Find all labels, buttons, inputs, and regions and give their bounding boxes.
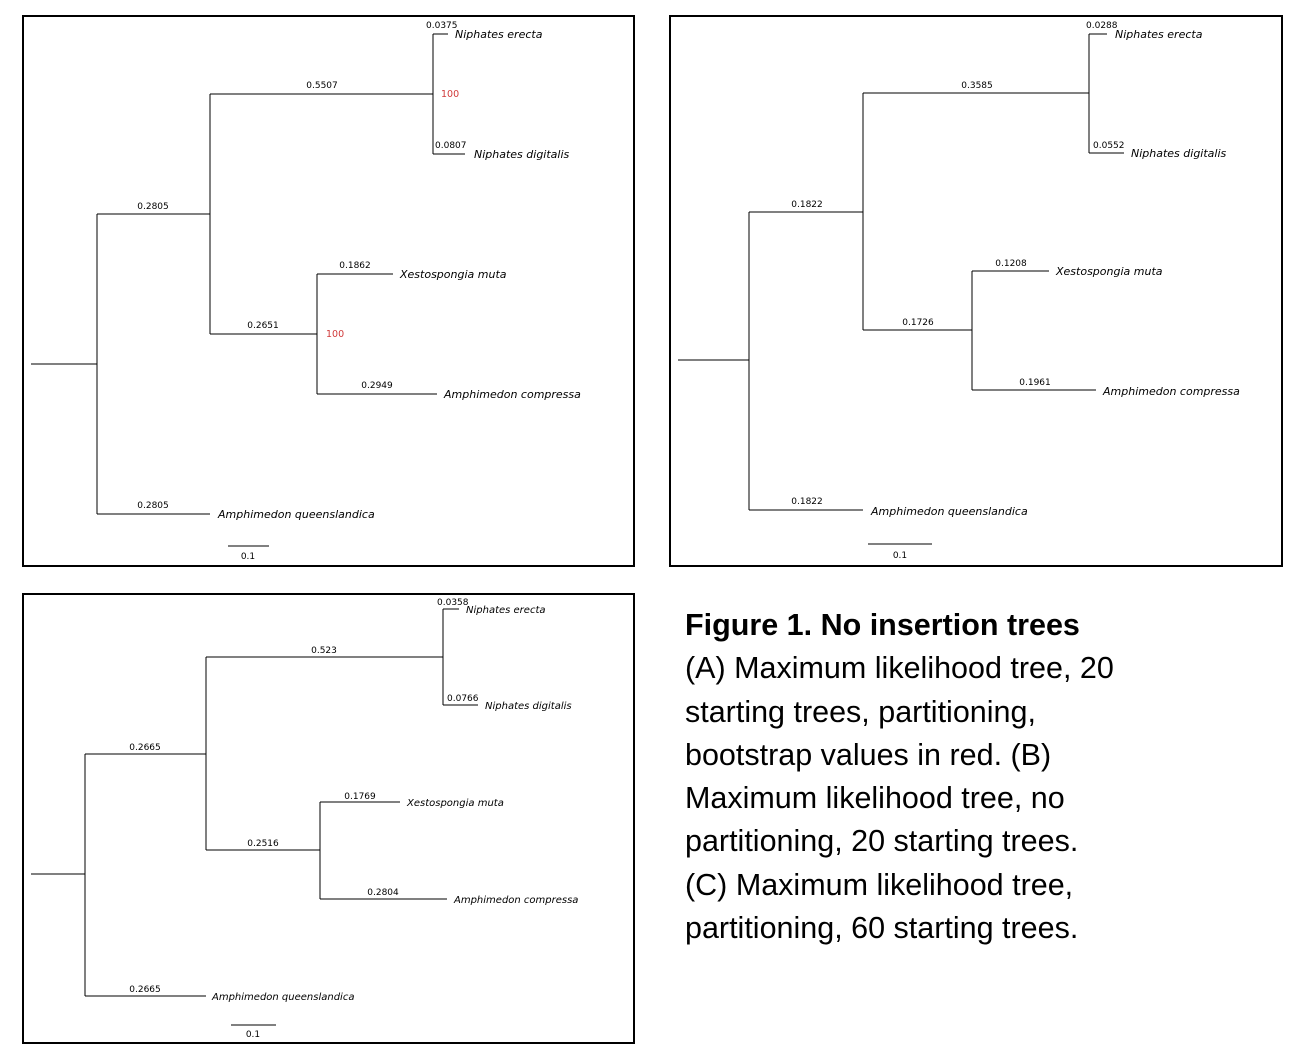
blen-amphimedon-compressa: 0.2804 bbox=[367, 888, 399, 898]
taxon-amphimedon-compressa: Amphimedon compressa bbox=[1102, 385, 1240, 398]
taxon-amphimedon-compressa: Amphimedon compressa bbox=[453, 895, 578, 906]
blen-ingroup-xesto-amph: 0.2651 bbox=[247, 321, 279, 331]
taxon-amphimedon-queenslandica: Amphimedon queenslandica bbox=[870, 505, 1028, 518]
blen-ingroup-niphates: 0.3585 bbox=[961, 81, 993, 91]
blen-queenslandica: 0.2805 bbox=[137, 501, 169, 511]
caption-line: partitioning, 60 starting trees. bbox=[685, 911, 1079, 946]
blen-niphates-erecta: 0.0358 bbox=[437, 598, 469, 608]
caption-title: Figure 1. No insertion trees bbox=[685, 608, 1080, 642]
taxon-niphates-digitalis: Niphates digitalis bbox=[474, 148, 570, 161]
blen-root-ingroup: 0.2805 bbox=[137, 202, 169, 212]
taxon-amphimedon-queenslandica: Amphimedon queenslandica bbox=[211, 992, 354, 1003]
blen-xestospongia: 0.1208 bbox=[995, 259, 1027, 269]
bootstrap-xesto-amph: 100 bbox=[326, 329, 344, 340]
caption-line: partitioning, 20 starting trees. bbox=[685, 824, 1079, 859]
taxon-xestospongia-muta: Xestospongia muta bbox=[406, 798, 504, 809]
blen-niphates-digitalis: 0.0807 bbox=[435, 141, 467, 151]
taxon-xestospongia-muta: Xestospongia muta bbox=[1055, 265, 1163, 278]
blen-root-ingroup: 0.1822 bbox=[791, 200, 823, 210]
blen-ingroup-niphates: 0.5507 bbox=[306, 81, 338, 91]
figure-caption: Figure 1. No insertion trees (A) Maximum… bbox=[685, 604, 1285, 950]
blen-amphimedon-compressa: 0.1961 bbox=[1019, 378, 1051, 388]
blen-ingroup-niphates: 0.523 bbox=[311, 646, 337, 656]
taxon-niphates-erecta: Niphates erecta bbox=[1115, 28, 1203, 41]
blen-queenslandica: 0.1822 bbox=[791, 497, 823, 507]
caption-line: bootstrap values in red. (B) bbox=[685, 737, 1052, 772]
tree-a-svg: 0.2805 0.2805 0.5507 0.2651 0.0375 0.080… bbox=[31, 21, 581, 562]
blen-niphates-digitalis: 0.0552 bbox=[1093, 141, 1125, 151]
blen-ingroup-xesto-amph: 0.1726 bbox=[902, 318, 934, 328]
taxon-niphates-digitalis: Niphates digitalis bbox=[1131, 147, 1227, 160]
scale-label: 0.1 bbox=[893, 551, 907, 561]
blen-xestospongia: 0.1769 bbox=[344, 792, 376, 802]
scale-label: 0.1 bbox=[241, 552, 255, 562]
blen-root-ingroup: 0.2665 bbox=[129, 743, 161, 753]
blen-niphates-erecta: 0.0375 bbox=[426, 21, 458, 31]
blen-niphates-digitalis: 0.0766 bbox=[447, 694, 479, 704]
taxon-niphates-erecta: Niphates erecta bbox=[466, 605, 546, 616]
taxon-amphimedon-compressa: Amphimedon compressa bbox=[443, 388, 581, 401]
tree-panel-b: 0.1822 0.1822 0.3585 0.1726 0.0288 0.055… bbox=[669, 15, 1283, 567]
blen-queenslandica: 0.2665 bbox=[129, 985, 161, 995]
tree-c-svg: 0.2665 0.2665 0.523 0.2516 0.0358 0.0766… bbox=[31, 598, 578, 1040]
taxon-niphates-erecta: Niphates erecta bbox=[455, 28, 543, 41]
blen-amphimedon-compressa: 0.2949 bbox=[361, 381, 393, 391]
tree-b-svg: 0.1822 0.1822 0.3585 0.1726 0.0288 0.055… bbox=[678, 21, 1240, 561]
bootstrap-niphates: 100 bbox=[441, 89, 459, 100]
tree-panel-a: 0.2805 0.2805 0.5507 0.2651 0.0375 0.080… bbox=[22, 15, 635, 567]
blen-ingroup-xesto-amph: 0.2516 bbox=[247, 839, 279, 849]
caption-line: Maximum likelihood tree, no bbox=[685, 781, 1065, 816]
caption-line: (C) Maximum likelihood tree, bbox=[685, 867, 1074, 902]
caption-line: starting trees, partitioning, bbox=[685, 694, 1036, 729]
blen-xestospongia: 0.1862 bbox=[339, 261, 371, 271]
taxon-amphimedon-queenslandica: Amphimedon queenslandica bbox=[217, 508, 375, 521]
blen-niphates-erecta: 0.0288 bbox=[1086, 21, 1118, 31]
caption-line: (A) Maximum likelihood tree, 20 bbox=[685, 651, 1114, 686]
scale-label: 0.1 bbox=[246, 1030, 260, 1040]
taxon-xestospongia-muta: Xestospongia muta bbox=[399, 268, 507, 281]
tree-panel-c: 0.2665 0.2665 0.523 0.2516 0.0358 0.0766… bbox=[22, 593, 635, 1044]
taxon-niphates-digitalis: Niphates digitalis bbox=[485, 701, 572, 712]
